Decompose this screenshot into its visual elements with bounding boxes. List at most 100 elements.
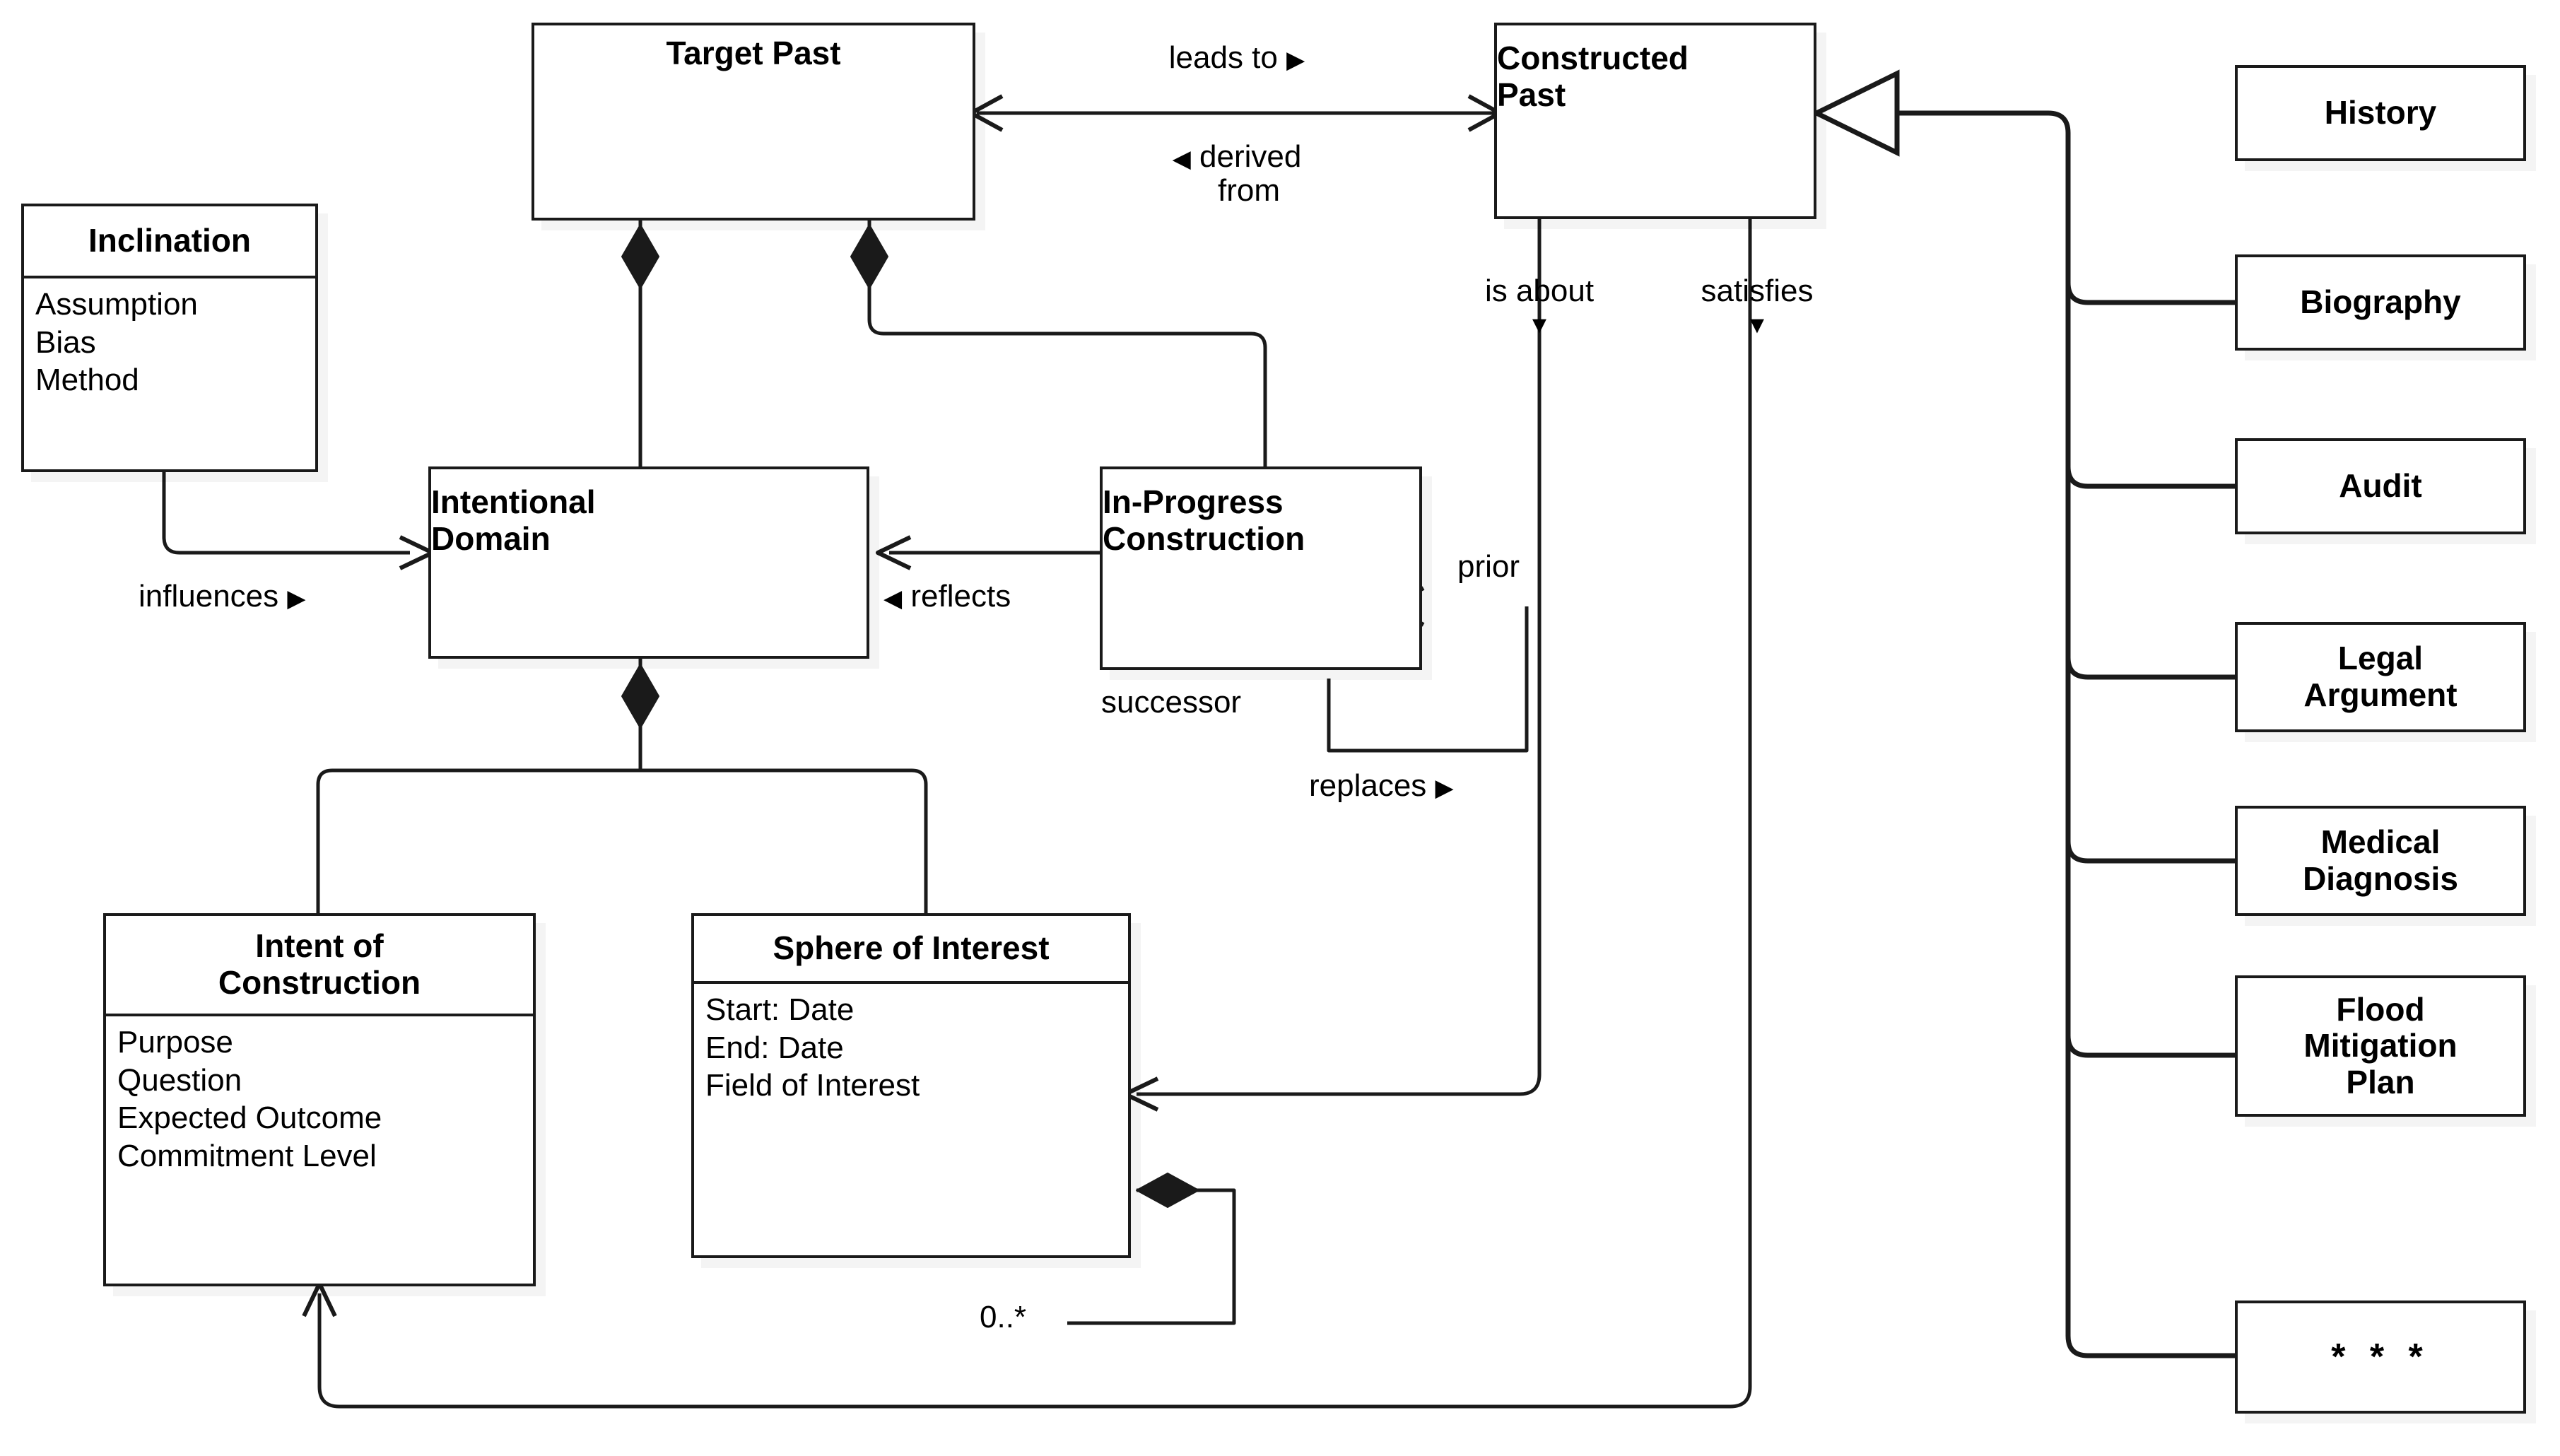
class-title-ellipsis: * * * xyxy=(2238,1303,2523,1411)
edge-leads-to-derived-from xyxy=(969,94,1502,132)
edge-label-influences: influences ▶ xyxy=(139,579,306,613)
class-name-constructed-past-line2: Past xyxy=(1497,76,1566,113)
class-box-medical-diagnosis[interactable]: Medical Diagnosis xyxy=(2235,806,2526,916)
edge-influences xyxy=(162,472,435,570)
class-name-biography: Biography xyxy=(2300,283,2461,321)
edge-target-past-in-progress-construction xyxy=(850,219,1267,466)
class-title-biography: Biography xyxy=(2238,257,2523,348)
class-name-intent-of-construction-line1: Intent of xyxy=(255,927,384,965)
class-name-flood-mitigation-line1: Flood xyxy=(2336,990,2425,1028)
attribute-item: Commitment Level xyxy=(117,1139,377,1174)
class-name-constructed-past-line1: Constructed xyxy=(1497,40,1689,77)
class-title-history: History xyxy=(2238,68,2523,158)
class-title-intent-of-construction: Intent of Construction xyxy=(106,916,533,1014)
triangle-down-icon: ▼ xyxy=(1745,312,1769,339)
attribute-item: Field of Interest xyxy=(705,1068,920,1103)
edge-intentional-domain-children xyxy=(316,659,928,913)
class-attributes-inclination: Assumption Bias Method xyxy=(24,278,315,399)
class-box-constructed-past[interactable]: Constructed Past xyxy=(1494,23,1816,219)
edge-label-derived-from: ◀ derived from xyxy=(1103,139,1371,209)
class-title-medical-diagnosis: Medical Diagnosis xyxy=(2238,809,2523,913)
class-name-intent-of-construction-line2: Construction xyxy=(218,964,421,1001)
class-box-in-progress-construction[interactable]: In-Progress Construction xyxy=(1100,466,1422,670)
triangle-right-icon: ▶ xyxy=(1435,775,1454,802)
class-name-in-progress-construction-line2: Construction xyxy=(1103,520,1305,557)
edge-role-successor-text: successor xyxy=(1101,685,1242,720)
edge-label-leads-to-text: leads to xyxy=(1168,40,1278,75)
attribute-item: Start: Date xyxy=(705,992,855,1027)
class-box-flood-mitigation-plan[interactable]: Flood Mitigation Plan xyxy=(2235,975,2526,1117)
class-compartment-divider-sphere-of-interest xyxy=(694,981,1128,984)
class-compartment-divider-inclination xyxy=(24,276,315,278)
class-title-sphere-of-interest: Sphere of Interest xyxy=(694,916,1128,981)
attribute-item: Expected Outcome xyxy=(117,1100,382,1136)
attribute-item: Purpose xyxy=(117,1025,233,1059)
class-title-target-past: Target Past xyxy=(534,25,973,78)
class-box-target-past[interactable]: Target Past xyxy=(532,23,975,221)
triangle-down-icon: ▼ xyxy=(1527,312,1551,339)
edge-label-replaces: replaces ▶ xyxy=(1309,768,1454,803)
class-attributes-intent-of-construction: Purpose Question Expected Outcome Commit… xyxy=(106,1016,533,1175)
attribute-item: Method xyxy=(35,363,139,398)
class-box-intentional-domain[interactable]: Intentional Domain xyxy=(428,466,869,659)
class-name-history: History xyxy=(2324,94,2437,131)
class-box-history[interactable]: History xyxy=(2235,65,2526,161)
edge-label-satisfies: satisfies ▼ xyxy=(1651,274,1863,339)
edge-label-leads-to: leads to ▶ xyxy=(1117,40,1357,75)
class-name-intentional-domain-line2: Domain xyxy=(431,520,551,557)
edge-target-past-intentional-domain xyxy=(621,219,659,466)
class-name-intentional-domain-line1: Intentional xyxy=(431,483,596,521)
class-name-legal-argument-line1: Legal xyxy=(2337,640,2424,677)
edge-label-reflects-text: reflects xyxy=(910,579,1011,613)
edge-label-satisfies-text: satisfies xyxy=(1701,274,1814,308)
edge-generalization xyxy=(1811,69,2235,1358)
class-name-target-past: Target Past xyxy=(666,35,841,71)
edge-label-successor: successor xyxy=(1101,685,1242,720)
edge-label-is-about-text: is about xyxy=(1484,274,1595,308)
class-compartment-divider-intent-of-construction xyxy=(106,1014,533,1016)
class-name-audit: Audit xyxy=(2339,467,2422,505)
class-name-legal-argument-line2: Argument xyxy=(2303,676,2458,713)
class-title-intentional-domain: Intentional Domain xyxy=(431,469,867,563)
class-name-flood-mitigation-line3: Plan xyxy=(2346,1063,2415,1100)
class-name-sphere-of-interest: Sphere of Interest xyxy=(773,929,1050,967)
class-title-in-progress-construction: In-Progress Construction xyxy=(1103,469,1419,563)
edge-sphere-self-loop xyxy=(1067,1173,1236,1325)
attribute-item: Question xyxy=(117,1062,242,1098)
edge-label-sphere-multiplicity: 0..* xyxy=(980,1300,1027,1334)
class-title-inclination: Inclination xyxy=(24,206,315,276)
class-box-sphere-of-interest[interactable]: Sphere of Interest Start: Date End: Date… xyxy=(691,913,1131,1258)
class-box-biography[interactable]: Biography xyxy=(2235,254,2526,351)
triangle-left-icon: ◀ xyxy=(883,585,903,612)
class-name-medical-diagnosis-line1: Medical xyxy=(2320,823,2441,861)
triangle-right-icon: ▶ xyxy=(1286,47,1305,74)
class-box-audit[interactable]: Audit xyxy=(2235,438,2526,534)
attribute-item: Assumption xyxy=(35,287,198,322)
triangle-right-icon: ▶ xyxy=(287,585,306,612)
edge-label-derived-from-line2: from xyxy=(1218,173,1280,209)
edge-label-replaces-text: replaces xyxy=(1309,768,1427,803)
edge-role-prior-text: prior xyxy=(1457,549,1520,584)
class-name-in-progress-construction-line1: In-Progress xyxy=(1103,483,1284,521)
edge-reflects xyxy=(876,535,1100,570)
class-box-legal-argument[interactable]: Legal Argument xyxy=(2235,622,2526,732)
class-box-intent-of-construction[interactable]: Intent of Construction Purpose Question … xyxy=(103,913,536,1286)
class-name-ellipsis: * * * xyxy=(2331,1336,2430,1378)
edge-label-is-about: is about ▼ xyxy=(1433,274,1645,339)
class-title-constructed-past: Constructed Past xyxy=(1497,25,1814,119)
class-title-audit: Audit xyxy=(2238,441,2523,532)
edge-label-reflects: ◀ reflects xyxy=(883,579,1011,613)
edge-label-prior: prior xyxy=(1457,549,1520,584)
class-box-inclination[interactable]: Inclination Assumption Bias Method xyxy=(21,204,318,472)
class-title-legal-argument: Legal Argument xyxy=(2238,625,2523,729)
edge-label-influences-text: influences xyxy=(139,579,279,613)
class-title-flood-mitigation-plan: Flood Mitigation Plan xyxy=(2238,978,2523,1114)
class-name-flood-mitigation-line2: Mitigation xyxy=(2303,1027,2458,1064)
class-attributes-sphere-of-interest: Start: Date End: Date Field of Interest xyxy=(694,984,1128,1105)
class-name-medical-diagnosis-line2: Diagnosis xyxy=(2303,860,2458,897)
multiplicity-text: 0..* xyxy=(980,1300,1027,1334)
class-box-ellipsis[interactable]: * * * xyxy=(2235,1301,2526,1414)
triangle-left-icon: ◀ xyxy=(1172,146,1191,172)
